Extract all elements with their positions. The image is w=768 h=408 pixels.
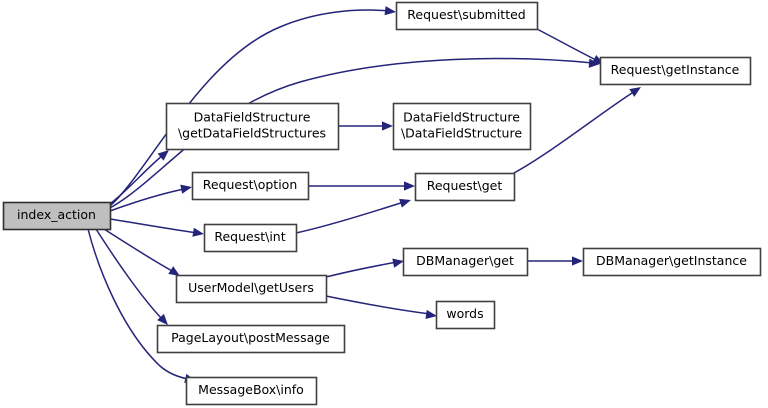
- edge-request_get-to-request_getinstance: [513, 87, 641, 174]
- node-label: DBManager\getInstance: [596, 253, 747, 268]
- node-box[interactable]: [175, 274, 328, 304]
- node-request_submitted[interactable]: Request\submitted: [395, 1, 539, 31]
- node-label: DataFieldStructure: [403, 110, 520, 125]
- edge-index_action-to-request_submitted: [109, 6, 396, 207]
- edge-index_action-to-request_option: [109, 184, 192, 212]
- node-label: MessageBox\info: [198, 382, 304, 397]
- edge-usermodel_getusers-to-words: [325, 295, 437, 320]
- edge-index_action-to-pagelayout_postmessage: [95, 228, 168, 325]
- node-box[interactable]: [185, 376, 318, 406]
- edge-dbmanager_get-to-dbmanager_getinstance: [527, 256, 583, 266]
- node-usermodel_getusers[interactable]: UserModel\getUsers: [175, 274, 328, 304]
- node-box[interactable]: [165, 102, 340, 151]
- node-words[interactable]: words: [435, 300, 496, 330]
- edge-index_action-to-messagebox_info: [87, 228, 196, 383]
- arrowhead-icon: [399, 198, 411, 208]
- node-label: Request\get: [427, 178, 503, 193]
- node-box[interactable]: [395, 1, 539, 31]
- arrowhead-icon: [192, 227, 204, 237]
- node-dbmanager_getinstance[interactable]: DBManager\getInstance: [582, 247, 762, 277]
- arrowhead-icon: [392, 258, 404, 268]
- node-request_int[interactable]: Request\int: [203, 223, 298, 253]
- node-label: Request\getInstance: [611, 62, 740, 77]
- arrowhead-icon: [404, 181, 415, 191]
- edge-dfs_getdatafieldstructures-to-dfs_datafieldstructure: [338, 121, 393, 131]
- arrowhead-icon: [157, 150, 169, 161]
- edge-usermodel_getusers-to-dbmanager_get: [325, 258, 404, 278]
- node-label: words: [446, 306, 483, 321]
- node-label: UserModel\getUsers: [188, 280, 314, 295]
- edge-request_int-to-request_get: [295, 198, 411, 234]
- node-request_getinstance[interactable]: Request\getInstance: [599, 56, 752, 86]
- node-label: \DataFieldStructure: [401, 126, 522, 141]
- node-messagebox_info[interactable]: MessageBox\info: [185, 376, 318, 406]
- arrowhead-icon: [425, 309, 437, 320]
- arrowhead-icon: [629, 87, 641, 97]
- node-label: index_action: [17, 207, 96, 222]
- edges-layer: [87, 6, 641, 383]
- node-box[interactable]: [392, 102, 532, 151]
- arrowhead-icon: [180, 184, 192, 194]
- arrowhead-icon: [168, 266, 180, 276]
- edge-index_action-to-dfs_getdatafieldstructures: [109, 150, 169, 205]
- node-request_get[interactable]: Request\get: [414, 172, 516, 202]
- node-box[interactable]: [435, 300, 496, 330]
- arrowhead-icon: [384, 6, 396, 16]
- node-label: Request\option: [203, 177, 298, 192]
- node-box[interactable]: [582, 247, 762, 277]
- node-label: Request\submitted: [407, 7, 525, 22]
- node-box[interactable]: [156, 324, 346, 354]
- edge-index_action-to-request_int: [109, 218, 204, 237]
- node-dfs_getdatafieldstructures[interactable]: DataFieldStructure\getDataFieldStructure…: [165, 102, 340, 151]
- node-box[interactable]: [402, 247, 529, 277]
- node-label: \getDataFieldStructures: [178, 126, 326, 141]
- node-pagelayout_postmessage[interactable]: PageLayout\postMessage: [156, 324, 346, 354]
- node-box[interactable]: [599, 56, 752, 86]
- node-label: Request\int: [214, 229, 285, 244]
- arrowhead-icon: [157, 313, 168, 325]
- node-box[interactable]: [2, 201, 112, 231]
- node-box[interactable]: [203, 223, 298, 253]
- node-box[interactable]: [191, 171, 310, 201]
- node-dfs_datafieldstructure[interactable]: DataFieldStructure\DataFieldStructure: [392, 102, 532, 151]
- arrowhead-icon: [572, 256, 583, 266]
- node-dbmanager_get[interactable]: DBManager\get: [402, 247, 529, 277]
- node-box[interactable]: [414, 172, 516, 202]
- edge-request_option-to-request_get: [308, 181, 415, 191]
- node-label: DBManager\get: [416, 253, 514, 268]
- arrowhead-icon: [382, 121, 393, 131]
- node-index_action[interactable]: index_action: [2, 201, 112, 231]
- node-label: PageLayout\postMessage: [171, 330, 330, 345]
- node-label: DataFieldStructure: [194, 110, 311, 125]
- node-request_option[interactable]: Request\option: [191, 171, 310, 201]
- edge-request_submitted-to-request_getinstance: [536, 28, 604, 64]
- edge-index_action-to-usermodel_getusers: [103, 228, 180, 276]
